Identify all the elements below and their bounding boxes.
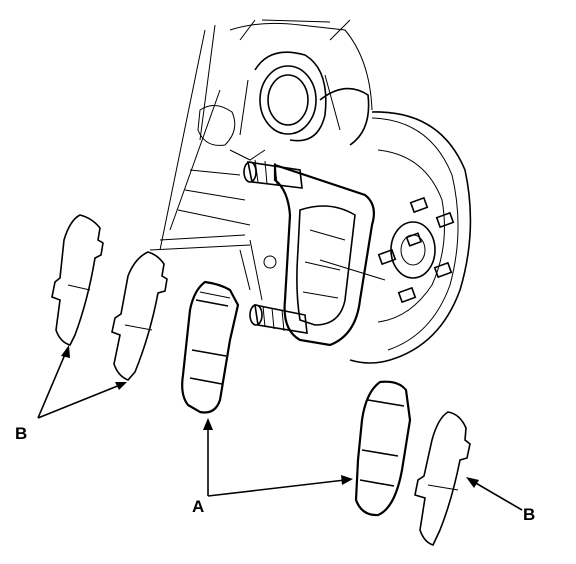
upper-guide-pin bbox=[243, 159, 303, 189]
label-a: A bbox=[192, 497, 205, 516]
brake-pad-inner bbox=[181, 280, 240, 414]
shim-left-inner bbox=[111, 251, 168, 381]
label-b-right: B bbox=[523, 505, 536, 524]
shim-right bbox=[414, 411, 471, 546]
caliper-bracket bbox=[243, 159, 386, 347]
steering-knuckle bbox=[149, 19, 373, 301]
leader-arrows-b-left bbox=[37, 345, 127, 419]
lower-guide-pin bbox=[249, 303, 308, 334]
brake-pad-outer bbox=[354, 380, 412, 517]
leader-arrows-a bbox=[203, 418, 353, 497]
leader-arrow-b-right bbox=[466, 477, 523, 511]
brake-disc bbox=[349, 111, 472, 364]
wheel-studs bbox=[377, 196, 455, 304]
hub-bearing bbox=[239, 51, 370, 146]
label-b-left: B bbox=[15, 424, 28, 443]
shim-left-outer bbox=[51, 214, 104, 346]
